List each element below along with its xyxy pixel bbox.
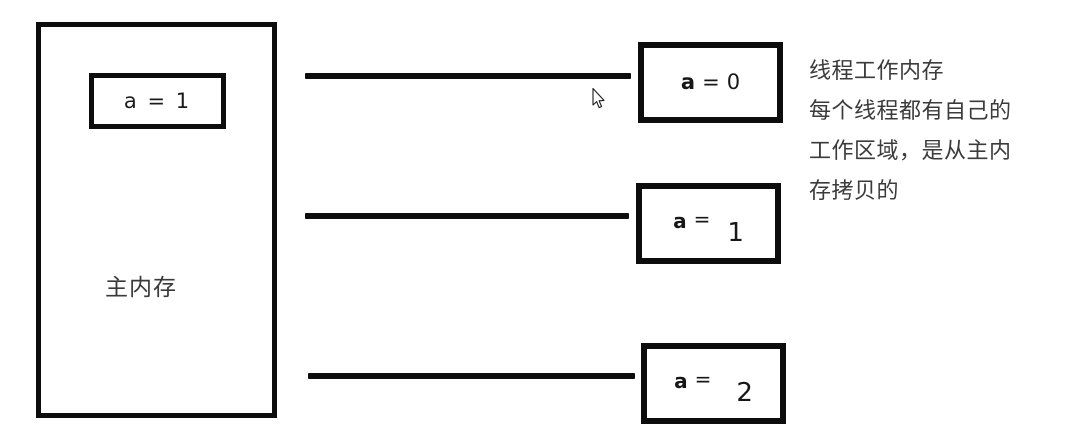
thread-box-1-text: a = 0 bbox=[644, 48, 777, 117]
main-memory-variable-text: a = 1 bbox=[123, 89, 192, 113]
thread-working-memory-box-3: a = 2 bbox=[641, 343, 786, 424]
thread-box-1-equals-sign: = bbox=[702, 70, 720, 94]
annotation-line-2: 每个线程都有自己的 bbox=[809, 99, 1012, 124]
thread-box-3-value: 2 bbox=[736, 377, 753, 408]
thread-box-3-equals-sign: = bbox=[694, 366, 712, 391]
connector-line-2 bbox=[305, 213, 629, 219]
thread-box-1-variable-name: a bbox=[680, 70, 696, 94]
thread-box-3-text: a = 2 bbox=[647, 349, 780, 418]
thread-box-2-text: a = 1 bbox=[642, 189, 775, 258]
annotation-text-block: 线程工作内存 每个线程都有自己的 工作区域，是从主内 存拷贝的 bbox=[809, 52, 1074, 212]
connector-line-3 bbox=[308, 373, 635, 379]
thread-box-1-value: 0 bbox=[726, 70, 741, 94]
thread-box-2-value: 1 bbox=[727, 217, 744, 248]
thread-box-2-equals-sign: = bbox=[693, 206, 711, 231]
annotation-line-1: 线程工作内存 bbox=[809, 59, 945, 84]
mouse-cursor-icon bbox=[592, 88, 605, 109]
annotation-line-4: 存拷贝的 bbox=[809, 179, 900, 204]
connector-line-1 bbox=[305, 73, 631, 79]
main-memory-label: 主内存 bbox=[105, 275, 177, 301]
thread-box-3-variable-name: a bbox=[674, 368, 688, 393]
thread-box-2-variable-name: a bbox=[673, 208, 687, 233]
thread-working-memory-box-1: a = 0 bbox=[638, 42, 783, 123]
thread-working-memory-box-2: a = 1 bbox=[636, 183, 781, 264]
main-memory-box: a = 1 bbox=[36, 22, 277, 418]
main-memory-variable-box: a = 1 bbox=[89, 73, 226, 129]
annotation-line-3: 工作区域，是从主内 bbox=[809, 139, 1012, 164]
